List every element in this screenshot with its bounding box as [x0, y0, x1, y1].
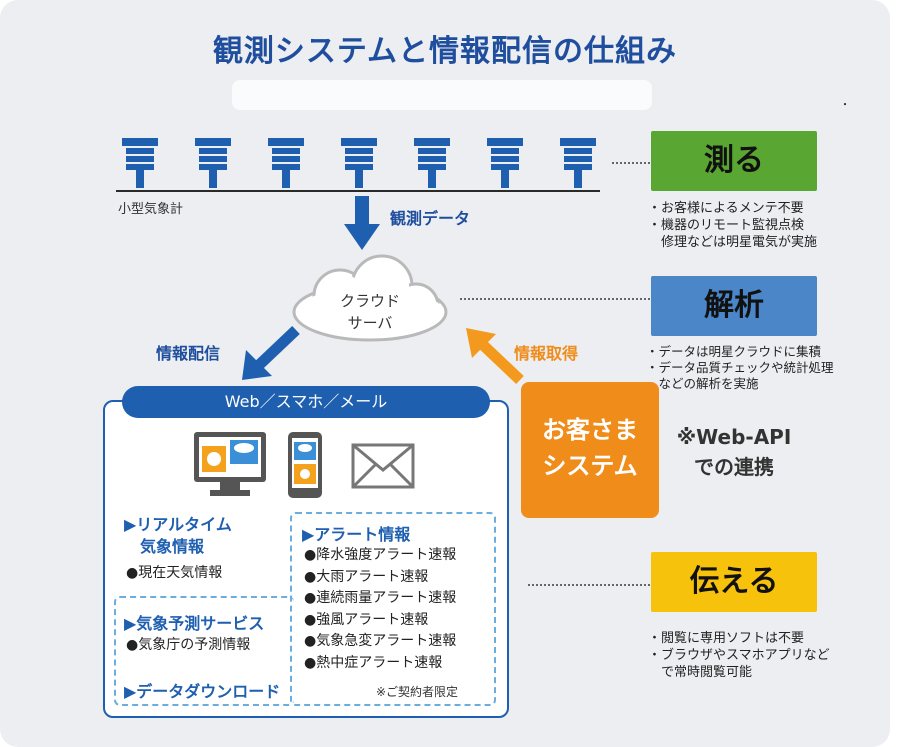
- web-api-line1: ※Web-API: [676, 425, 792, 449]
- customer-system-box: お客さま システム: [521, 382, 659, 518]
- analyze-connector: [460, 298, 650, 300]
- note-line: 修理などは明星電気が実施: [648, 235, 818, 250]
- alert-item: ●連続雨量アラート速報: [304, 590, 457, 606]
- alert-item: ●気象急変アラート速報: [304, 633, 457, 649]
- weather-station-icon: [560, 138, 596, 188]
- alert-title: ▶アラート情報: [302, 525, 411, 544]
- cloud-server-icon: [292, 254, 448, 342]
- contract-note: ※ご契約者限定: [376, 685, 459, 699]
- realtime-title-line1: ▶リアルタイム: [124, 515, 232, 534]
- forecast-item: ●気象庁の予測情報: [126, 637, 251, 653]
- measure-connector: [612, 162, 650, 164]
- sensor-label: 小型気象計: [118, 202, 184, 217]
- mail-icon: [351, 443, 415, 489]
- smartphone-icon: [288, 432, 322, 498]
- cloud-line2: サーバ: [347, 314, 393, 332]
- alert-item: ●強風アラート速報: [304, 611, 429, 628]
- note-line: ・閲覧に専用ソフトは不要: [648, 631, 805, 646]
- page-title: 観測システムと情報配信の仕組み: [212, 34, 678, 69]
- web-api-line2: での連携: [694, 455, 774, 479]
- deliver-arrow-icon: [242, 326, 300, 380]
- convey-badge: 伝える: [651, 552, 817, 612]
- forecast-title: ▶気象予測サービス: [124, 614, 265, 633]
- alert-list: ●降水強度アラート速報 ●大雨アラート速報 ●連続雨量アラート速報 ●強風アラー…: [304, 545, 456, 674]
- alert-item: ●降水強度アラート速報: [304, 547, 457, 563]
- fetch-arrow-icon: [466, 328, 524, 384]
- convey-notes: ・閲覧に専用ソフトは不要 ・ブラウザやスマホアプリなど で常時閲覧可能: [648, 630, 830, 681]
- weather-station-icon: [414, 138, 450, 188]
- observe-data-label: 観測データ: [390, 209, 471, 228]
- note-line: ・機器のリモート監視点検: [648, 218, 805, 233]
- measure-notes: ・お客様によるメンテ不要 ・機器のリモート監視点検 修理などは明星電気が実施: [648, 200, 817, 251]
- deliver-label: 情報配信: [156, 344, 221, 363]
- realtime-title-line2: 気象情報: [124, 537, 205, 556]
- weather-station-icon: [268, 138, 304, 188]
- analyze-badge: 解析: [651, 276, 817, 336]
- alert-region: [290, 512, 496, 706]
- note-line: ・データは明星クラウドに集積: [646, 344, 822, 359]
- weather-station-icon: [487, 138, 523, 188]
- forecast-region: [114, 596, 294, 706]
- realtime-item: ●現在天気情報: [126, 565, 223, 581]
- note-line: ・データ品質チェックや統計処理: [646, 360, 834, 375]
- note-line: で常時閲覧可能: [648, 665, 753, 680]
- customer-line1: お客さま: [542, 416, 638, 444]
- weather-station-icon: [122, 138, 158, 188]
- analyze-notes: ・データは明星クラウドに集積 ・データ品質チェックや統計処理 などの解析を実施: [646, 344, 834, 392]
- measure-badge: 測る: [651, 131, 817, 191]
- realtime-title: ▶リアルタイム 気象情報: [124, 514, 232, 558]
- note-line: ・お客様によるメンテ不要: [648, 201, 804, 216]
- cloud-label: クラウド サーバ: [288, 290, 452, 334]
- down-arrow-icon: [344, 196, 380, 250]
- weather-station-icon: [195, 138, 231, 188]
- cloud-line1: クラウド: [339, 292, 400, 310]
- note-line: ・ブラウザやスマホアプリなど: [648, 648, 830, 663]
- customer-line2: システム: [542, 452, 638, 480]
- convey-connector: [528, 584, 650, 586]
- web-api-note: ※Web-API での連携: [664, 422, 804, 482]
- fetch-label: 情報取得: [514, 344, 579, 363]
- alert-item: ●熱中症アラート速報: [304, 654, 443, 671]
- stray-dot: ・: [840, 100, 850, 111]
- alert-item: ●大雨アラート速報: [304, 568, 429, 585]
- download-title: ▶データダウンロード: [124, 682, 281, 701]
- note-line: などの解析を実施: [646, 376, 759, 391]
- web-header: Web／スマホ／メール: [122, 386, 490, 418]
- weather-station-icon: [341, 138, 377, 188]
- monitor-icon: [194, 432, 266, 496]
- sensor-baseline: [116, 190, 600, 192]
- subtitle-bar: [232, 80, 652, 110]
